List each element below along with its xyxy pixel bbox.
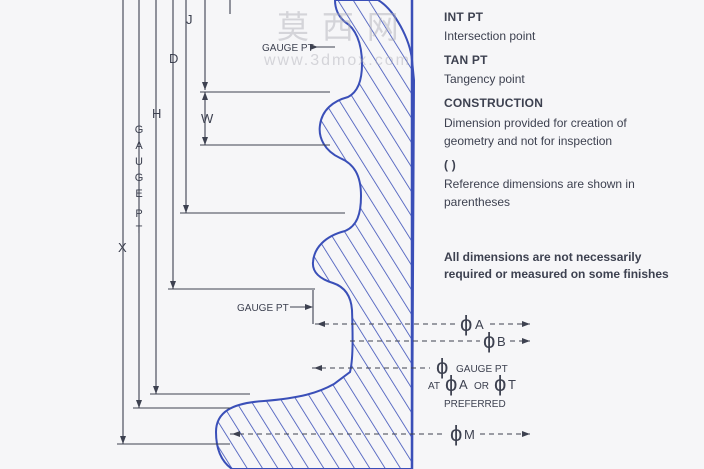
dim-label-h: H [152,106,161,121]
vertical-gauge-letter: G [135,124,144,136]
arrow-a [522,321,530,327]
arrow-a-left [317,321,325,327]
phi-b-symbol: ϕ [483,328,495,353]
vertical-gauge-letter: P [135,208,142,220]
arrow-h [153,386,159,394]
arrow-m-left [232,431,240,437]
phi-at-a-label: A [459,377,468,392]
vertical-gauge-letter: T [136,224,143,236]
arrow-x [120,436,126,444]
legend-desc-tan-pt: Tangency point [444,72,525,86]
vertical-gauge-letter: U [135,156,143,168]
phi-m-label: M [464,427,475,442]
dim-label-w: W [201,111,214,126]
phi-t-symbol: ϕ [494,371,506,396]
arrow-gauge-pt [305,304,313,310]
arrow-gauge-top [310,44,318,50]
arrow-d [170,281,176,289]
glass-section [214,0,416,469]
or-label: OR [474,381,489,392]
phi-a-symbol: ϕ [460,311,472,336]
dim-label-x: X [118,240,127,255]
arrow-j [202,82,208,90]
arrow-m [522,431,530,437]
arrow-gauge-dia-left [314,365,322,371]
arrow-top [183,205,189,213]
watermark-url: www.3dmox.com [264,52,411,69]
preferred-label: PREFERRED [444,399,506,410]
at-label: AT [428,381,440,392]
legend-desc-parentheses-1: Reference dimensions are shown in [444,177,635,191]
arrow-b [522,338,530,344]
dimensions-note-line-1: All dimensions are not necessarily [444,250,642,264]
vertical-gauge-pt-label: G A U G E P T [135,124,144,236]
arrow-w-bottom [202,137,208,145]
legend-desc-int-pt: Intersection point [444,29,536,43]
dim-label-d: D [169,51,178,66]
vertical-gauge-letter: E [135,188,142,200]
watermark-chinese: 莫 西 网 [277,9,401,45]
legend-desc-parentheses-2: parentheses [444,195,511,209]
phi-m-symbol: ϕ [450,421,462,446]
legend-title-tan-pt: TAN PT [444,53,488,67]
phi-t-label: T [508,377,516,392]
legend-title-int-pt: INT PT [444,10,484,24]
gauge-pt-mid-label: GAUGE PT [237,303,289,314]
arrow-w-top [202,92,208,100]
phi-b-label: B [497,334,506,349]
phi-a-label: A [475,317,484,332]
legend-title-construction: CONSTRUCTION [444,96,544,110]
vertical-gauge-letter: A [135,140,143,152]
legend-desc-construction-1: Dimension provided for creation of [444,116,627,130]
legend-desc-construction-2: geometry and not for inspection [444,134,613,148]
phi-gauge-symbol: ϕ [436,354,448,379]
dimensions-note-line-2: required or measured on some finishes [444,267,669,281]
dim-label-j: J [186,12,193,27]
vertical-gauge-letter: G [135,172,144,184]
gauge-pt-top-label: GAUGE PT [262,43,314,54]
phi-at-a-symbol: ϕ [445,371,457,396]
arrow-gauge [136,400,142,408]
phi-gauge-label: GAUGE PT [456,364,508,375]
legend-title-parentheses: ( ) [444,158,456,172]
